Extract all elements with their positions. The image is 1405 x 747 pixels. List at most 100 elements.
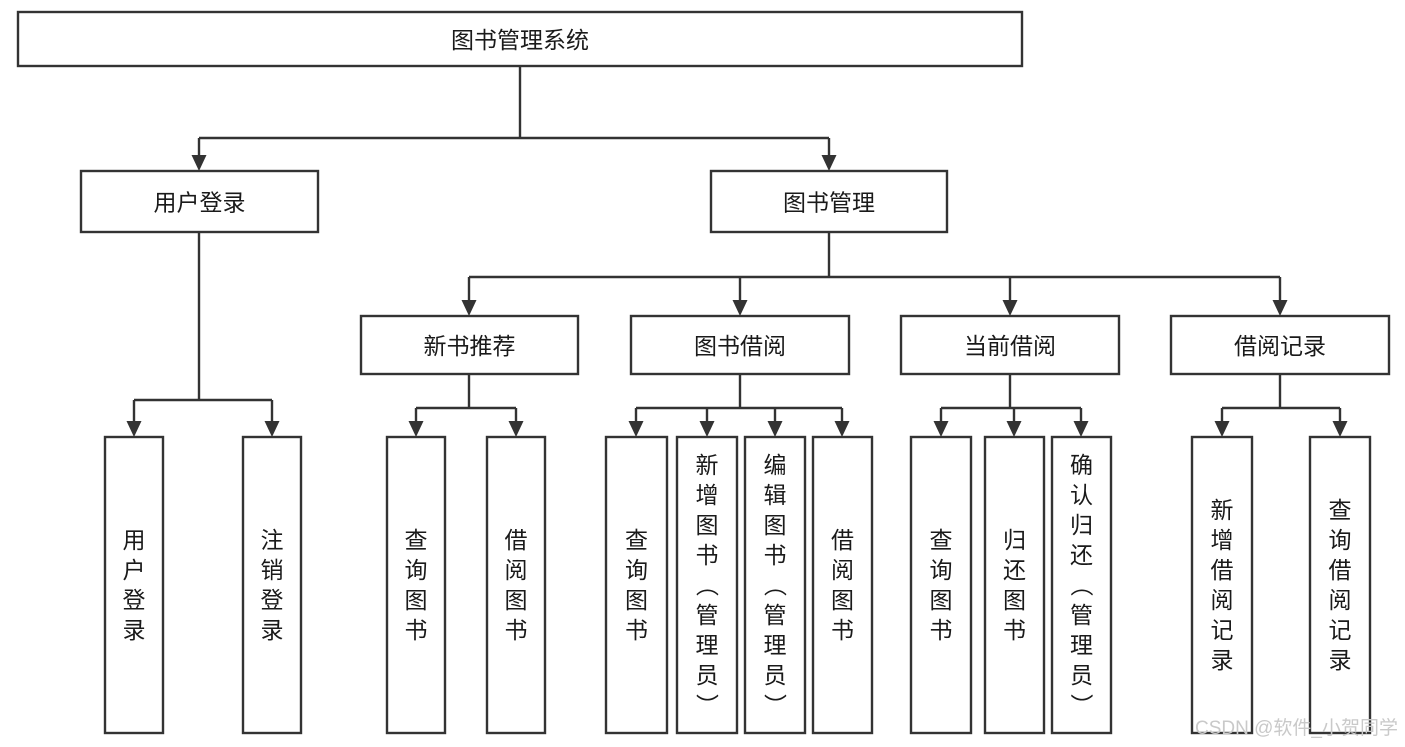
- leaf-label-char: 归: [1070, 512, 1093, 538]
- leaf-label-char: （: [762, 574, 788, 597]
- leaf-label-char: 录: [1329, 647, 1352, 673]
- leaf-label-char: 书: [930, 617, 953, 643]
- leaf-label-char: 图: [831, 587, 854, 613]
- leaf-label-char: 新: [1211, 497, 1234, 523]
- leaf-label-char: 新: [696, 452, 719, 478]
- leaf-label-char: 图: [625, 587, 648, 613]
- leaf-label-char: 员: [696, 662, 719, 688]
- leaf-label-char: （: [694, 574, 720, 597]
- connector-1-to-leaves: [628, 374, 850, 437]
- leaf-label-char: 借: [831, 527, 854, 553]
- nodes-layer: 图书管理系统用户登录图书管理新书推荐图书借阅当前借阅借阅记录用户登录注销登录查询…: [16, 10, 1391, 735]
- leaf-label-char: 增: [1211, 527, 1234, 553]
- level3-label: 图书借阅: [694, 333, 786, 359]
- root-label: 图书管理系统: [451, 27, 589, 53]
- leaf-label-char: 理: [1070, 632, 1093, 658]
- leaf-label-char: 书: [625, 617, 648, 643]
- leaf-label-char: 图: [405, 587, 428, 613]
- connector-root-to-level2: [191, 66, 837, 171]
- leaf-label-char: 确: [1070, 452, 1093, 478]
- level3-node[interactable]: 图书借阅: [629, 314, 851, 376]
- leaf-label-char: 询: [625, 557, 648, 583]
- leaf-label-char: 编: [764, 452, 787, 478]
- leaf-label-char: 还: [1003, 557, 1026, 583]
- leaf-label-char: 销: [261, 557, 284, 583]
- leaf-label-char: 借: [505, 527, 528, 553]
- connector-2-to-leaves: [933, 374, 1089, 437]
- leaf-label-char: 图: [505, 587, 528, 613]
- leaf-label-char: 管: [1070, 602, 1093, 628]
- leaf-label-char: 书: [764, 542, 787, 568]
- connector-books-to-level3: [461, 232, 1288, 316]
- leaf-label-char: 书: [505, 617, 528, 643]
- leaf-label-char: 查: [625, 527, 648, 553]
- leaf-label-char: 阅: [505, 557, 528, 583]
- leaf-label-char: 查: [930, 527, 953, 553]
- leaf-label-char: 书: [696, 542, 719, 568]
- level2-node[interactable]: 图书管理: [709, 169, 949, 234]
- leaf-label-char: 理: [696, 632, 719, 658]
- leaf-label-char: 理: [764, 632, 787, 658]
- leaf-label-char: 登: [261, 587, 284, 613]
- leaf-label-char: 记: [1211, 617, 1234, 643]
- level3-label: 借阅记录: [1234, 333, 1326, 359]
- leaf-label-char: 书: [1003, 617, 1026, 643]
- leaf-label-char: 归: [1003, 527, 1026, 553]
- leaf-label-char: 阅: [1329, 587, 1352, 613]
- connector-login-to-leaves: [126, 232, 280, 437]
- leaf-label-char: ）: [762, 694, 788, 717]
- connectors-layer: [126, 66, 1348, 437]
- leaf-label-char: 员: [1070, 662, 1093, 688]
- leaf-label-char: 询: [1329, 527, 1352, 553]
- leaf-label-char: 户: [123, 557, 146, 583]
- leaf-node[interactable]: 用户登录: [103, 435, 165, 735]
- leaf-label-char: 图: [1003, 587, 1026, 613]
- root-node[interactable]: 图书管理系统: [16, 10, 1024, 68]
- leaf-label-char: 增: [696, 482, 719, 508]
- leaf-label-char: 员: [764, 662, 787, 688]
- level3-label: 新书推荐: [424, 333, 516, 359]
- leaf-label-char: 录: [1211, 647, 1234, 673]
- level3-node[interactable]: 借阅记录: [1169, 314, 1391, 376]
- leaf-label-char: 借: [1211, 557, 1234, 583]
- leaf-label-char: ）: [694, 694, 720, 717]
- leaf-label-char: 阅: [831, 557, 854, 583]
- leaf-label-char: 管: [764, 602, 787, 628]
- leaf-label-char: 书: [831, 617, 854, 643]
- leaf-label-char: 管: [696, 602, 719, 628]
- leaf-label-char: （: [1069, 574, 1095, 597]
- leaf-label-char: 辑: [764, 482, 787, 508]
- leaf-label-char: 录: [123, 617, 146, 643]
- leaf-label-char: 阅: [1211, 587, 1234, 613]
- leaf-label-char: 询: [405, 557, 428, 583]
- level2-node[interactable]: 用户登录: [79, 169, 320, 234]
- csdn-watermark: CSDN @软件_小贺同学: [1195, 717, 1398, 739]
- leaf-label-char: 询: [930, 557, 953, 583]
- leaf-label-char: 图: [930, 587, 953, 613]
- leaf-label-char: 图: [764, 512, 787, 538]
- leaf-label-char: 书: [405, 617, 428, 643]
- leaf-label-char: 查: [405, 527, 428, 553]
- level2-label: 用户登录: [154, 190, 246, 216]
- leaf-label-char: 录: [261, 617, 284, 643]
- level3-node[interactable]: 新书推荐: [359, 314, 580, 376]
- leaf-label-char: 还: [1070, 542, 1093, 568]
- connector-0-to-leaves: [408, 374, 524, 437]
- leaf-label-char: 查: [1329, 497, 1352, 523]
- level3-node[interactable]: 当前借阅: [899, 314, 1121, 376]
- leaf-label-char: 登: [123, 587, 146, 613]
